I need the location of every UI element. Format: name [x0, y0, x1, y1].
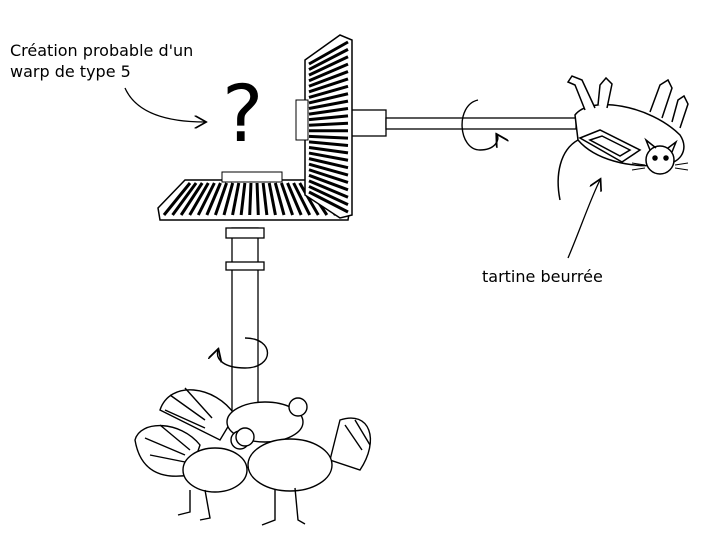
gear-tooth — [231, 182, 241, 216]
gear-tooth — [188, 182, 210, 216]
gear-tooth — [308, 185, 349, 206]
gear-tooth — [308, 107, 349, 116]
gear-tooth — [196, 182, 216, 216]
gear-tooth — [308, 48, 349, 71]
gear-tooth — [308, 140, 349, 147]
gear-tooth — [308, 173, 349, 192]
gear-tooth — [298, 182, 320, 216]
gear-tooth — [267, 182, 277, 216]
gear-tooth — [214, 182, 228, 216]
turkeys-illustration — [134, 387, 371, 526]
gear-tooth — [308, 62, 349, 83]
gear-tooth — [308, 157, 349, 170]
gear-tooth — [308, 84, 349, 99]
gear-tooth — [308, 40, 349, 66]
gear-tooth — [308, 77, 349, 94]
gear-tooth — [292, 182, 312, 216]
gear-tooth — [222, 182, 235, 216]
gear-tooth — [205, 182, 222, 216]
gear-tooth — [280, 182, 294, 216]
gear-tooth — [179, 182, 204, 216]
caption-line-1: Création probable d'un — [10, 41, 194, 60]
caption-arrow — [124, 87, 205, 122]
cat-illustration — [557, 75, 689, 201]
gear-tooth — [171, 182, 198, 216]
gear-tooth — [308, 162, 349, 177]
gear-tooth — [286, 182, 303, 216]
gear-tooth — [162, 182, 192, 216]
gear-tooth — [308, 114, 349, 122]
gear-tooth — [308, 70, 349, 88]
caption-line-2: warp de type 5 — [10, 62, 131, 81]
gear-tooth — [308, 145, 349, 155]
rotation-arrow-horizontal — [461, 99, 498, 151]
gear-tooth — [239, 182, 247, 216]
vertical-bevel-gear — [295, 34, 353, 219]
gear-tooth — [308, 99, 349, 110]
caption: Création probable d'un warp de type 5 — [10, 40, 240, 82]
gear-tooth — [308, 134, 349, 140]
tartine-label: tartine beurrée — [482, 267, 603, 286]
rotation-arrow-vertical — [217, 337, 269, 369]
gear-tooth — [308, 168, 349, 184]
gear-tooth — [273, 182, 286, 216]
tartine-arrow — [567, 180, 600, 259]
gear-tooth — [248, 182, 253, 216]
question-mark: ? — [222, 70, 264, 160]
gear-tooth — [308, 55, 349, 77]
gear-tooth — [308, 190, 349, 214]
gear-tooth — [308, 121, 349, 127]
gear-tooth — [308, 179, 349, 199]
gear-tooth — [261, 182, 269, 216]
gear-tooth — [308, 151, 349, 162]
vertical-shaft — [225, 227, 265, 424]
gear-tooth — [308, 92, 349, 105]
gear-tooth — [255, 182, 260, 216]
